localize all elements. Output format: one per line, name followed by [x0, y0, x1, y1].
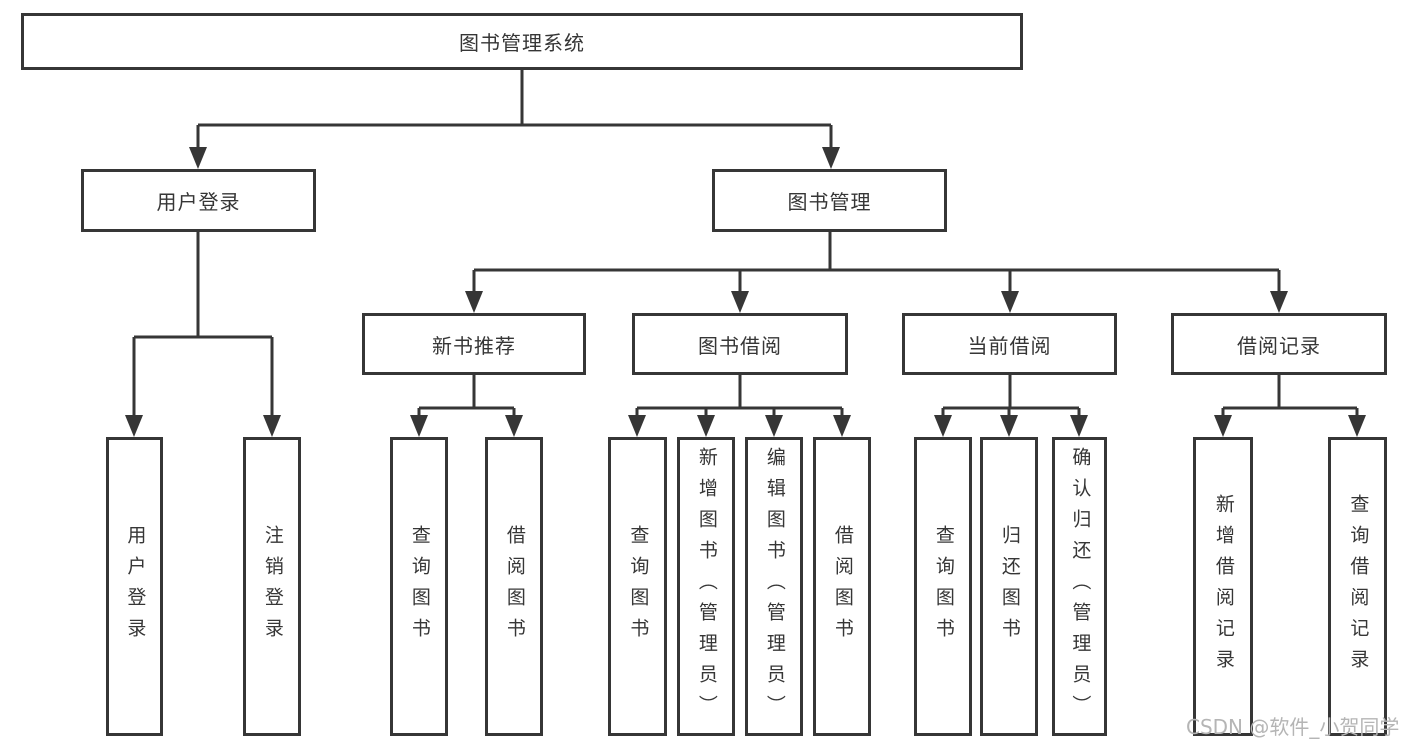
node-label: 借阅记录	[1237, 333, 1321, 358]
leaf-query-books-current: 查询图书	[914, 437, 972, 736]
node-label: 归还图书	[998, 524, 1021, 649]
node-label: 查询图书	[932, 524, 955, 649]
leaf-return-books: 归还图书	[980, 437, 1038, 736]
node-label: 查询图书	[627, 524, 650, 649]
leaf-borrow-books-recommend: 借阅图书	[485, 437, 543, 736]
leaf-query-books-recommend: 查询图书	[390, 437, 448, 736]
node-label: 图书管理	[787, 190, 872, 214]
leaf-logout: 注销登录	[243, 437, 301, 736]
node-label: 确认归还（管理员）	[1069, 447, 1092, 726]
node-label: 图书借阅	[698, 333, 782, 358]
node-label: 借阅图书	[831, 524, 854, 649]
node-label: 新增借阅记录	[1212, 493, 1235, 680]
node-label: 用户登录	[124, 524, 147, 649]
node-label: 借阅图书	[503, 524, 526, 649]
node-label: 注销登录	[261, 524, 284, 649]
node-label: 查询借阅记录	[1347, 493, 1370, 680]
leaf-add-borrow-record: 新增借阅记录	[1193, 437, 1253, 736]
node-current-borrow: 当前借阅	[902, 313, 1117, 375]
node-label: 当前借阅	[967, 333, 1052, 358]
leaf-edit-books-admin: 编辑图书（管理员）	[745, 437, 803, 736]
node-label: 图书管理系统	[459, 31, 585, 55]
leaf-borrow-books: 借阅图书	[813, 437, 871, 736]
node-label: 用户登录	[156, 190, 241, 214]
node-book-management: 图书管理	[712, 169, 947, 232]
node-label: 查询图书	[408, 524, 431, 649]
node-label: 新增图书（管理员）	[695, 447, 718, 726]
node-root-library-management-system: 图书管理系统	[21, 13, 1023, 70]
node-label: 编辑图书（管理员）	[763, 447, 786, 726]
node-new-book-recommend: 新书推荐	[362, 313, 586, 375]
csdn-watermark: CSDN @软件_小贺同学	[1186, 715, 1400, 739]
leaf-query-borrow-record: 查询借阅记录	[1328, 437, 1387, 736]
node-borrow-records: 借阅记录	[1171, 313, 1387, 375]
leaf-query-books-borrow: 查询图书	[608, 437, 667, 736]
leaf-user-login: 用户登录	[106, 437, 163, 736]
node-book-borrow: 图书借阅	[632, 313, 848, 375]
node-label: 新书推荐	[432, 333, 516, 358]
node-user-login: 用户登录	[81, 169, 316, 232]
leaf-confirm-return-admin: 确认归还（管理员）	[1052, 437, 1107, 736]
leaf-add-books-admin: 新增图书（管理员）	[677, 437, 735, 736]
